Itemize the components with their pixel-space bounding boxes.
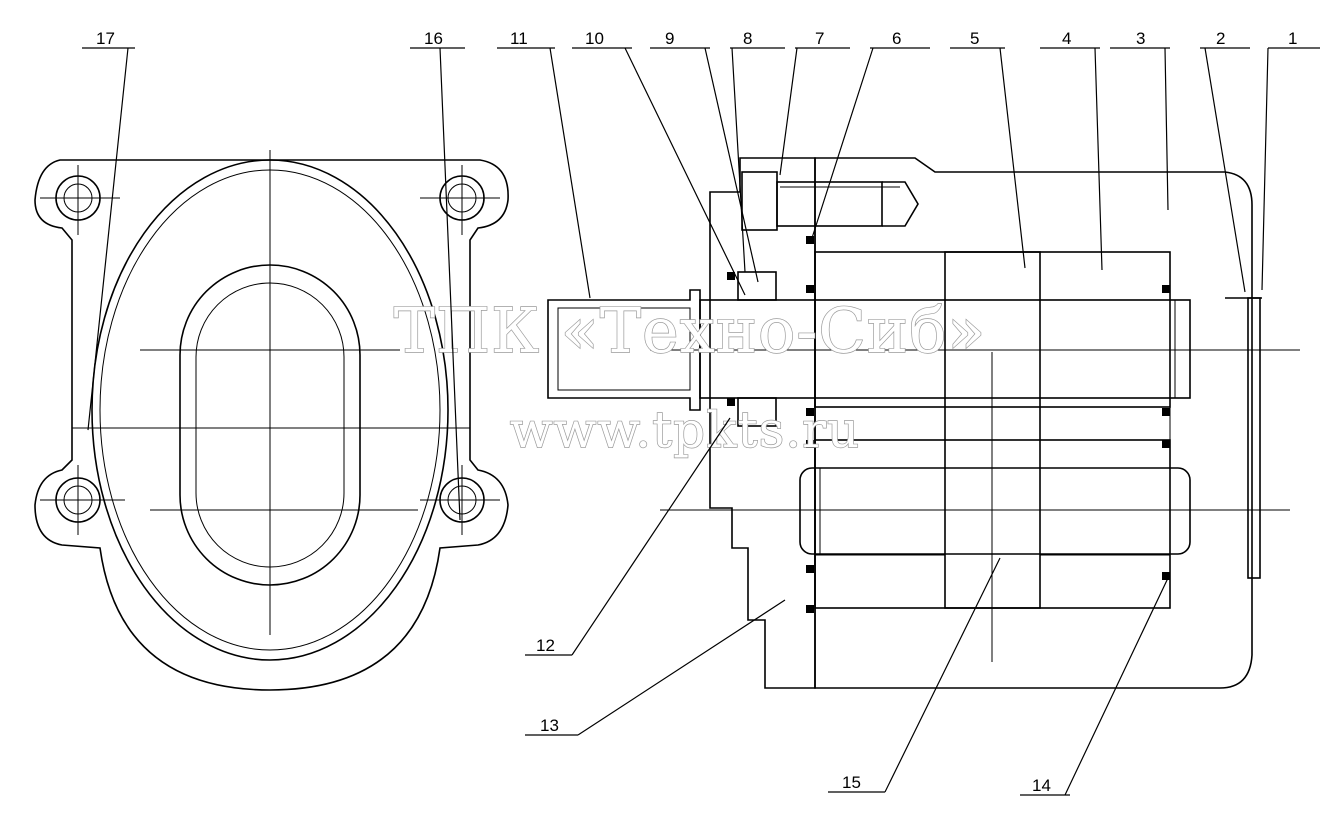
o-rings — [727, 236, 1170, 613]
protective-cap-inner — [557, 307, 691, 391]
leader-7 — [779, 47, 850, 176]
callout-8: 8 — [743, 29, 752, 48]
leader-11 — [497, 47, 591, 299]
bolt-shank — [776, 181, 883, 227]
leader-17 — [82, 47, 135, 431]
callout-16: 16 — [424, 29, 443, 48]
leader-9 — [650, 47, 759, 283]
callout-2: 2 — [1216, 29, 1225, 48]
callout-1: 1 — [1288, 29, 1297, 48]
leader-8 — [730, 47, 785, 273]
callout-7: 7 — [815, 29, 824, 48]
callout-14: 14 — [1032, 776, 1051, 795]
rear-plate — [1247, 297, 1261, 579]
leader-10 — [572, 47, 746, 296]
leader-5 — [950, 47, 1026, 269]
bushing-driven-right-low — [1039, 554, 1171, 609]
end-view — [34, 150, 509, 691]
pump-body — [814, 157, 1253, 689]
bushing-driven-left-low — [814, 554, 946, 609]
callout-11: 11 — [510, 29, 528, 48]
bushing-drive-left — [814, 251, 946, 301]
callout-9: 9 — [665, 29, 674, 48]
section-view — [547, 157, 1300, 689]
callout-17: 17 — [96, 29, 115, 48]
end-view-flange-outline — [34, 159, 509, 691]
leader-12 — [525, 417, 731, 656]
protective-cap — [547, 289, 701, 411]
callout-3: 3 — [1136, 29, 1145, 48]
bolt-tip — [882, 181, 919, 227]
watermark-company: ТПК «Техно-Сиб» — [394, 294, 987, 367]
bolt-head — [741, 171, 778, 231]
callout-13: 13 — [540, 716, 559, 735]
callout-4: 4 — [1062, 29, 1071, 48]
leader-15 — [828, 557, 1001, 793]
callout-6: 6 — [892, 29, 901, 48]
callout-10: 10 — [585, 29, 604, 48]
bushing-drive-right — [1039, 251, 1171, 301]
leader-14 — [1020, 577, 1169, 796]
leader-2 — [1200, 47, 1250, 293]
shaft-seal — [737, 271, 777, 301]
front-cover — [709, 157, 816, 689]
leader-1 — [1261, 47, 1320, 291]
leader-6 — [811, 47, 930, 239]
leader-4 — [1040, 47, 1103, 271]
leader-13 — [525, 599, 786, 736]
bushing-drive-right-low — [1039, 397, 1171, 441]
callout-12: 12 — [536, 636, 555, 655]
callouts: 1 2 3 4 5 6 7 8 9 10 11 12 13 — [82, 29, 1320, 796]
callout-15: 15 — [842, 773, 861, 792]
leader-16 — [410, 47, 465, 521]
watermark: ТПК «Техно-Сиб» www.tpkts.ru — [393, 293, 987, 459]
driven-shaft — [799, 467, 1191, 555]
callout-5: 5 — [970, 29, 979, 48]
leader-3 — [1110, 47, 1170, 211]
shaft-seal-lower — [737, 397, 777, 427]
watermark-website: www.tpkts.ru — [510, 401, 861, 459]
